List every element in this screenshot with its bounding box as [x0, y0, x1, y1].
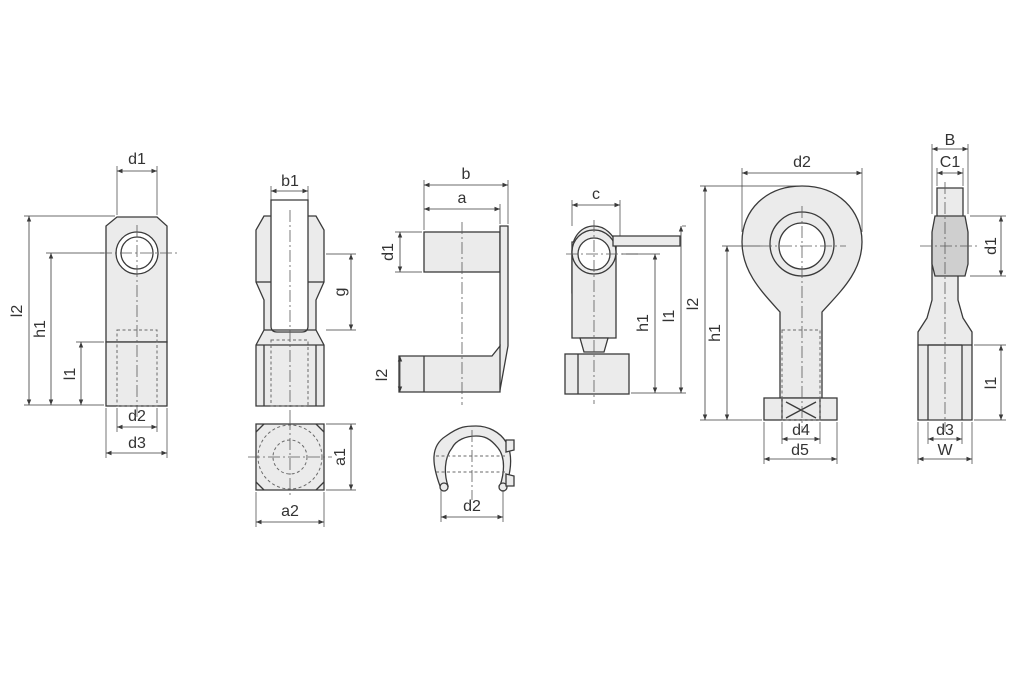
angle-joint-view: c h1 l1	[564, 186, 686, 404]
dim-label: b	[462, 166, 471, 183]
dim-label: h1	[707, 324, 724, 342]
dim-label: h1	[32, 320, 49, 338]
dim-label: l1	[62, 368, 79, 381]
dim-label: c	[592, 186, 600, 203]
dim-label: l2	[9, 305, 26, 318]
dim-label: l2	[374, 369, 391, 382]
dim-label: a	[458, 190, 467, 207]
dim-label: l1	[661, 310, 678, 323]
clip-pin-view: b a d1 l2	[374, 166, 509, 405]
dim-label: d5	[791, 442, 809, 459]
dim-label: W	[937, 442, 953, 459]
dim-label: b1	[281, 173, 299, 190]
dim-label: l2	[685, 298, 702, 311]
dim-label: d2	[463, 498, 481, 515]
dim-label: d2	[128, 408, 146, 425]
dim-label: a1	[332, 448, 349, 466]
clip-top-view: d2	[433, 425, 515, 522]
rod-end-front-view: d2 l2 h1 d4 d5	[685, 154, 863, 464]
dim-label: d1	[380, 243, 397, 261]
clevis-bottom-view: a1 a2	[248, 418, 356, 527]
dim-label: C1	[940, 154, 961, 171]
dim-label: g	[332, 288, 349, 297]
dim-label: d2	[793, 154, 811, 171]
clevis-front-view: d1 l2 h1 l1 d2 d3	[9, 151, 178, 458]
dim-label: B	[945, 132, 956, 149]
dim-label: d1	[983, 237, 1000, 255]
dim-label: d3	[128, 435, 146, 452]
rod-end-side-view: B C1 d1 l1 d3 W	[917, 132, 1006, 464]
dim-label: l1	[983, 377, 1000, 390]
dim-label: d4	[792, 422, 810, 439]
clevis-side-view: b1 g	[255, 173, 356, 418]
dim-label: d1	[128, 151, 146, 168]
dim-label: h1	[635, 314, 652, 332]
dim-label: d3	[936, 422, 954, 439]
dim-label: a2	[281, 503, 299, 520]
